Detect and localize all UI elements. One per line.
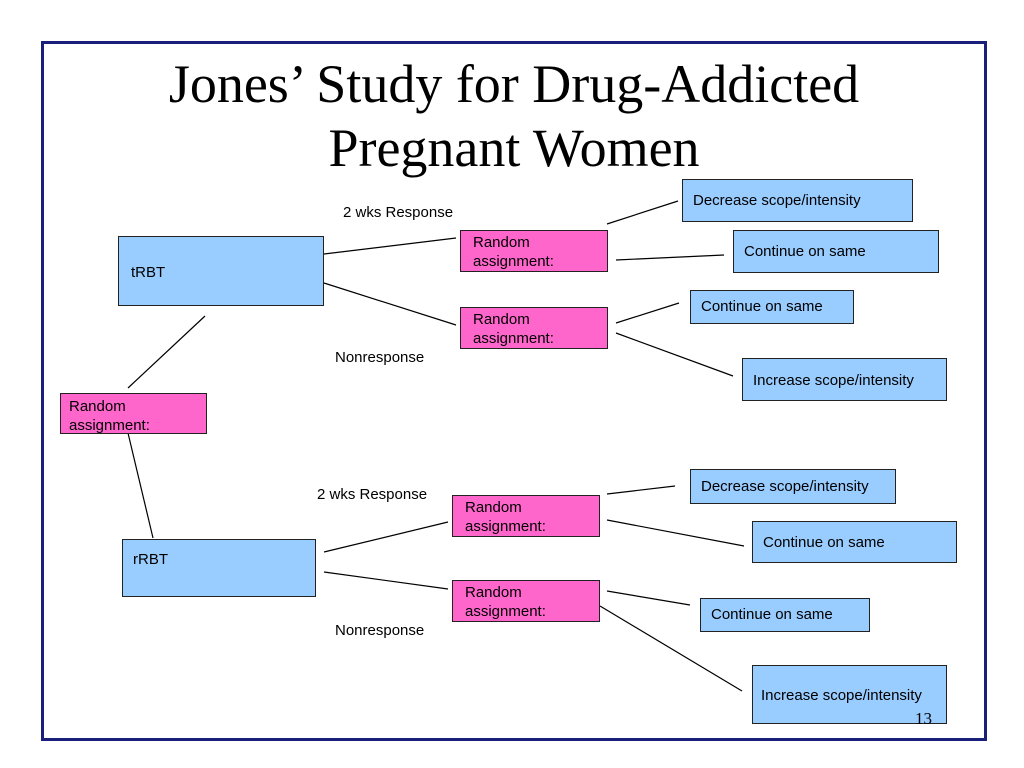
- outcome-top-response-continue: Continue on same: [733, 230, 939, 273]
- connector-rrbt-response: [323, 521, 449, 553]
- connector-trbt-response: [323, 237, 457, 255]
- label-bottom-nonresponse: Nonresponse: [335, 622, 425, 639]
- randomizer-top-response: Random assignment:: [460, 230, 608, 272]
- connector-br-continue: [606, 519, 745, 547]
- randomizer-top-nonresponse: Random assignment:: [460, 307, 608, 349]
- connector-root-trbt: [127, 315, 206, 389]
- treatment-rrbt: rRBT: [122, 539, 316, 597]
- page-number: 13: [915, 709, 932, 728]
- connector-bn-continue: [606, 590, 691, 606]
- connector-br-decrease: [606, 485, 676, 495]
- randomizer-bottom-response: Random assignment:: [452, 495, 600, 537]
- treatment-trbt: tRBT: [118, 236, 324, 306]
- connector-root-rrbt: [127, 432, 154, 539]
- slide-frame: [41, 41, 987, 741]
- connector-trbt-nonresponse: [323, 282, 457, 326]
- connector-bn-increase: [599, 605, 743, 692]
- label-top-response: 2 wks Response: [343, 204, 454, 221]
- label-bottom-response: 2 wks Response: [317, 486, 428, 503]
- outcome-bottom-nonresponse-continue: Continue on same: [700, 598, 870, 632]
- outcome-bottom-nonresponse-increase: Increase scope/intensity: [752, 665, 947, 724]
- connector-tn-continue: [615, 302, 680, 324]
- slide-title: Jones’ Study for Drug-Addicted Pregnant …: [41, 52, 987, 180]
- connector-rrbt-nonresponse: [323, 571, 449, 590]
- outcome-top-response-decrease: Decrease scope/intensity: [682, 179, 913, 222]
- root-random-assignment: Random assignment:: [60, 393, 207, 434]
- outcome-top-nonresponse-continue: Continue on same: [690, 290, 854, 324]
- connector-tr-decrease: [606, 200, 679, 225]
- label-top-nonresponse: Nonresponse: [335, 349, 425, 366]
- outcome-bottom-response-continue: Continue on same: [752, 521, 957, 563]
- title-line-2: Pregnant Women: [328, 118, 700, 178]
- outcome-top-nonresponse-increase: Increase scope/intensity: [742, 358, 947, 401]
- connector-tn-increase: [615, 332, 734, 377]
- title-line-1: Jones’ Study for Drug-Addicted: [168, 54, 860, 114]
- connector-tr-continue: [615, 254, 725, 261]
- outcome-bottom-response-decrease: Decrease scope/intensity: [690, 469, 896, 504]
- randomizer-bottom-nonresponse: Random assignment:: [452, 580, 600, 622]
